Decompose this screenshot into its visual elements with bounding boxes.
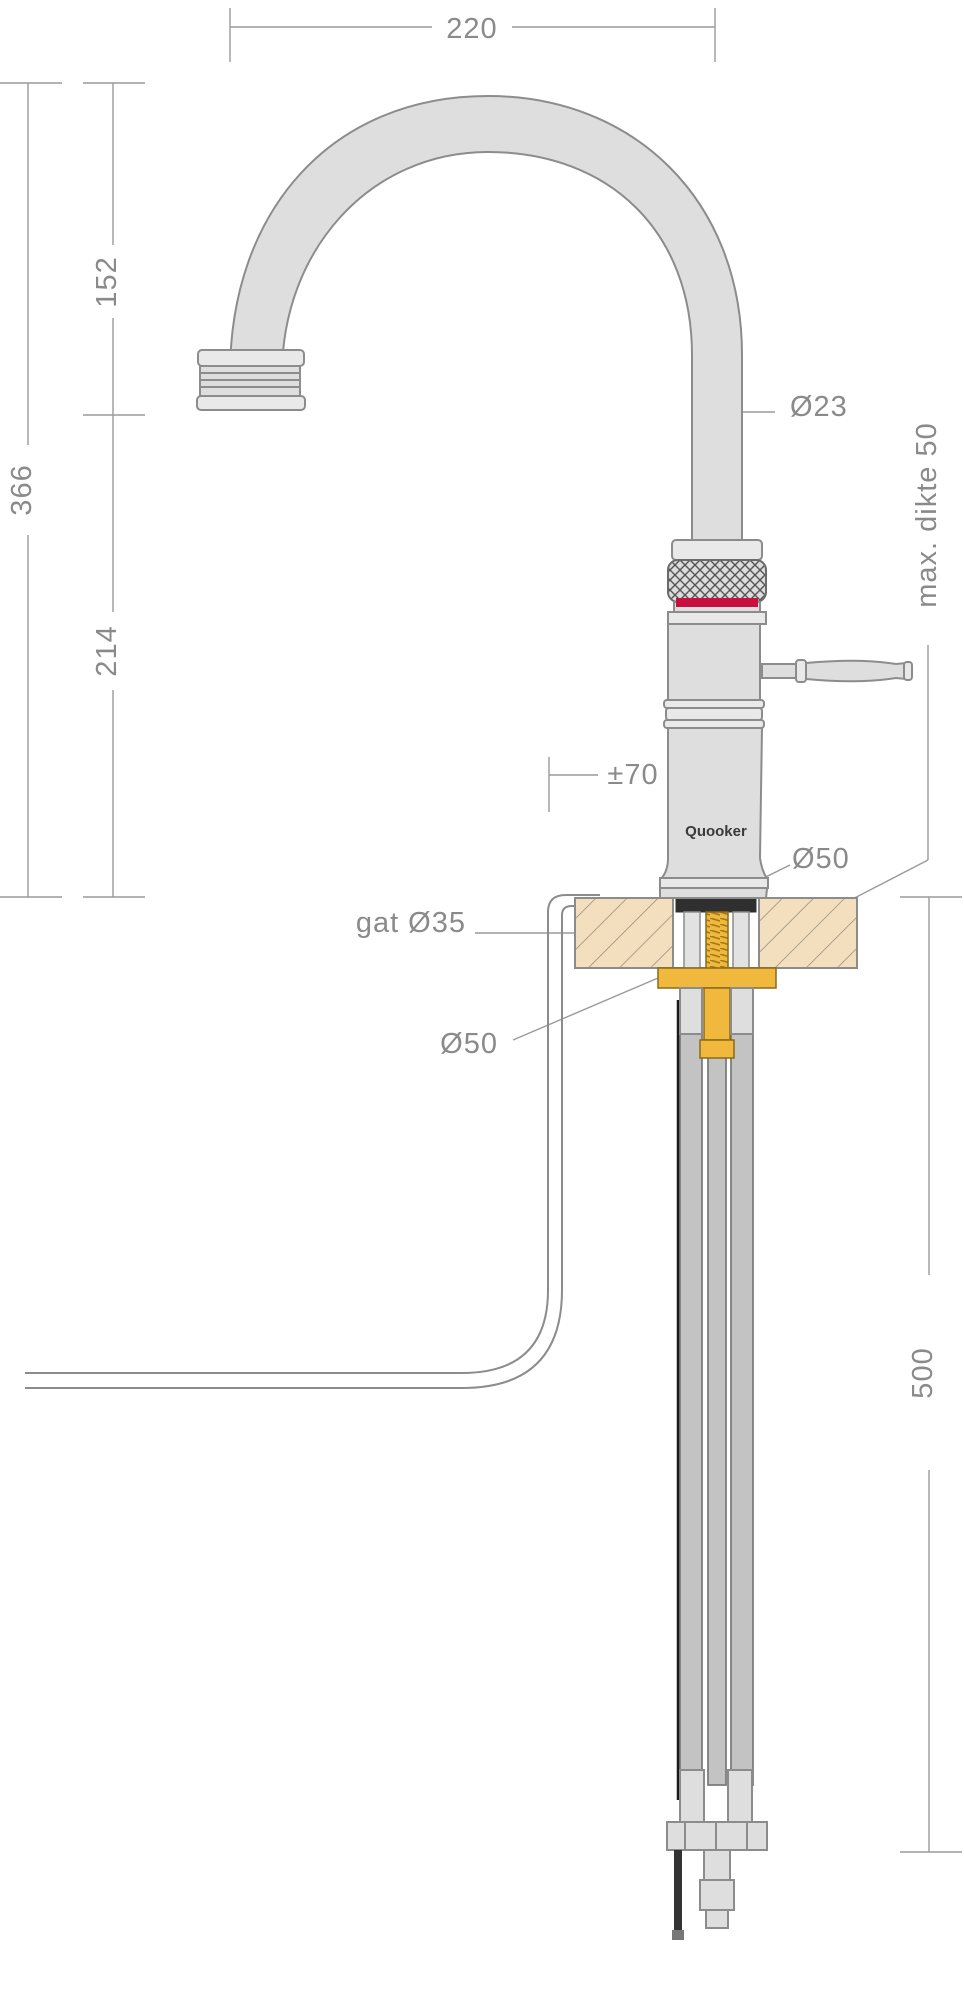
dimension-hose-length: 500 [900, 896, 962, 1853]
dim-hole-label: gat Ø35 [356, 907, 466, 939]
tap-handle[interactable] [761, 659, 913, 683]
brass-mounting-plate [657, 967, 777, 989]
dim-total-height-label: 366 [6, 464, 38, 515]
dimension-spout-diameter: Ø23 [712, 391, 848, 423]
spout [196, 95, 743, 541]
tap-body: Quooker [659, 539, 770, 899]
sink-outline [25, 894, 600, 1389]
dimension-counter-thickness: max. dikte 50 [811, 422, 943, 921]
brand-logo: Quooker [685, 823, 747, 840]
threaded-rod [705, 911, 729, 973]
dimension-total-height: 366 [0, 82, 62, 898]
dim-base-diameter-label: Ø50 [792, 843, 850, 875]
dimension-nut-diameter: Ø50 [440, 974, 666, 1060]
dim-handle-offset-label: ±70 [607, 759, 658, 791]
dim-lower-height-label: 214 [91, 625, 123, 676]
dim-nut-diameter-label: Ø50 [440, 1028, 498, 1060]
hose-connectors [666, 1769, 768, 1940]
dim-counter-thickness-label: max. dikte 50 [911, 422, 943, 607]
dimension-base-diameter: Ø50 [724, 843, 850, 898]
dimension-width-top: 220 [229, 8, 716, 62]
mounting-assembly [657, 897, 777, 1059]
dim-width-label: 220 [446, 13, 497, 45]
red-ring [676, 598, 758, 607]
cable-plug [674, 1850, 682, 1930]
supply-hoses [676, 994, 754, 1800]
dimension-handle-offset: ±70 [548, 757, 716, 812]
dim-upper-height-label: 152 [91, 256, 123, 307]
dim-spout-diameter-label: Ø23 [790, 391, 848, 423]
dimension-upper-height: 152 [83, 82, 145, 416]
dim-hose-length-label: 500 [907, 1347, 939, 1398]
knurled-collar [667, 559, 767, 603]
dimension-lower-height: 214 [83, 415, 145, 898]
brass-nut [699, 1039, 735, 1059]
